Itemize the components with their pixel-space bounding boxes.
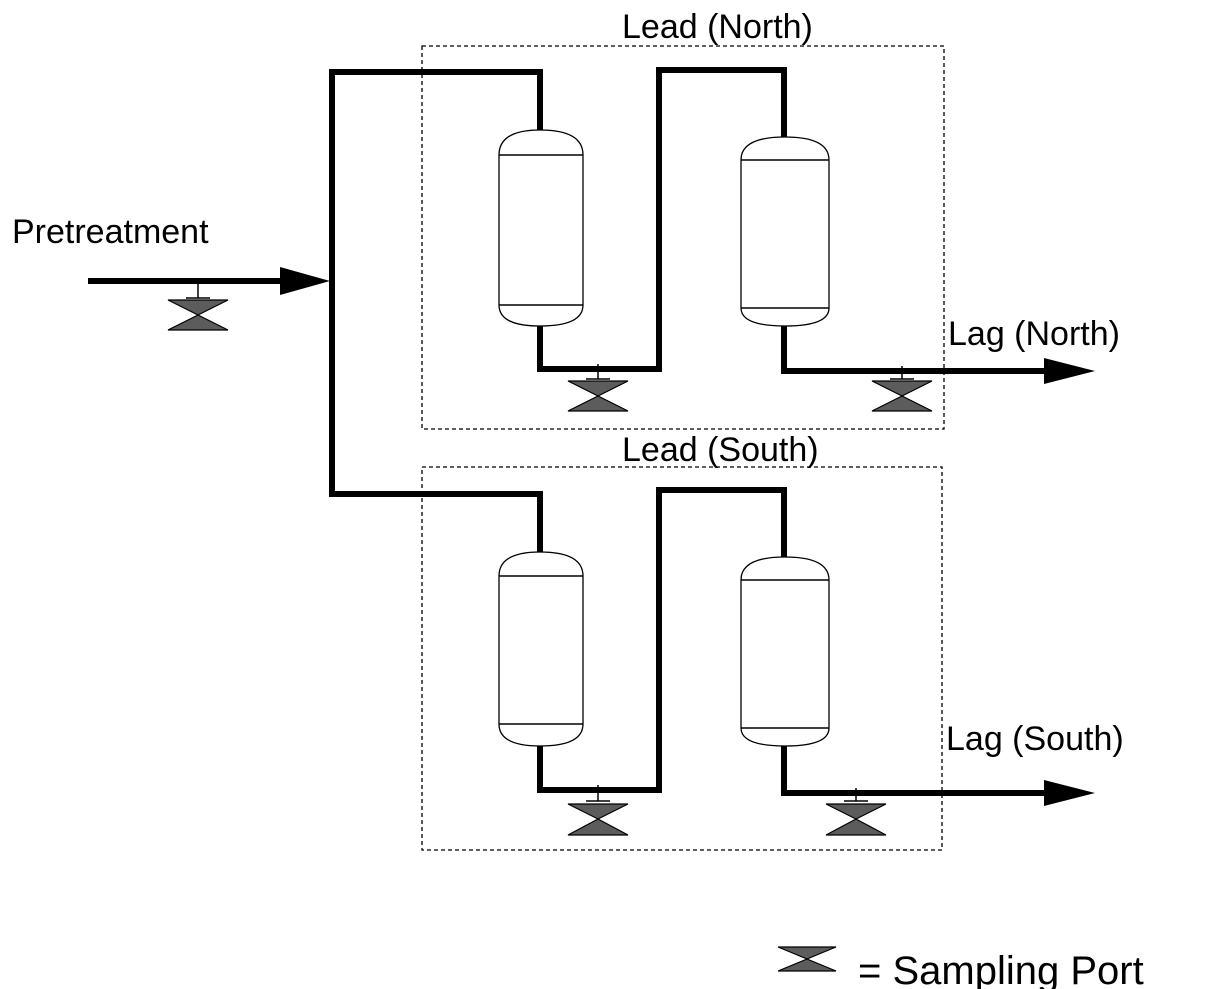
legend-sampling-port-icon: [777, 946, 837, 972]
south-outlet-arrow-icon: [1044, 780, 1095, 806]
inlet-arrow-icon: [280, 267, 330, 295]
lead-north-vessel: [498, 129, 584, 327]
north-outlet-arrow-icon: [1044, 358, 1095, 384]
lead-south-label: Lead (South): [622, 431, 819, 469]
legend: = Sampling Port: [777, 946, 1144, 989]
north-train-boundary: [421, 45, 945, 430]
legend-text: = Sampling Port: [858, 949, 1144, 989]
pretreatment-label: Pretreatment: [12, 213, 209, 251]
lag-north-label: Lag (North): [948, 315, 1120, 353]
lag-south-label: Lag (South): [946, 720, 1124, 758]
south-train-boundary: [421, 466, 943, 851]
distribution-header-pipe: [329, 69, 543, 552]
sampling-port-valve-icon: [167, 284, 229, 331]
sampling-port-valve-icon: [567, 785, 629, 836]
south-interstage-pipe: [537, 487, 787, 793]
lead-south-vessel: [498, 551, 584, 747]
lag-north-vessel: [740, 136, 830, 327]
sampling-port-valve-icon: [871, 366, 933, 412]
lag-south-vessel: [740, 556, 830, 747]
north-interstage-pipe: [537, 67, 787, 372]
sampling-port-valve-icon: [567, 364, 629, 412]
lead-north-label: Lead (North): [622, 8, 813, 46]
sampling-port-valve-icon: [825, 788, 887, 836]
